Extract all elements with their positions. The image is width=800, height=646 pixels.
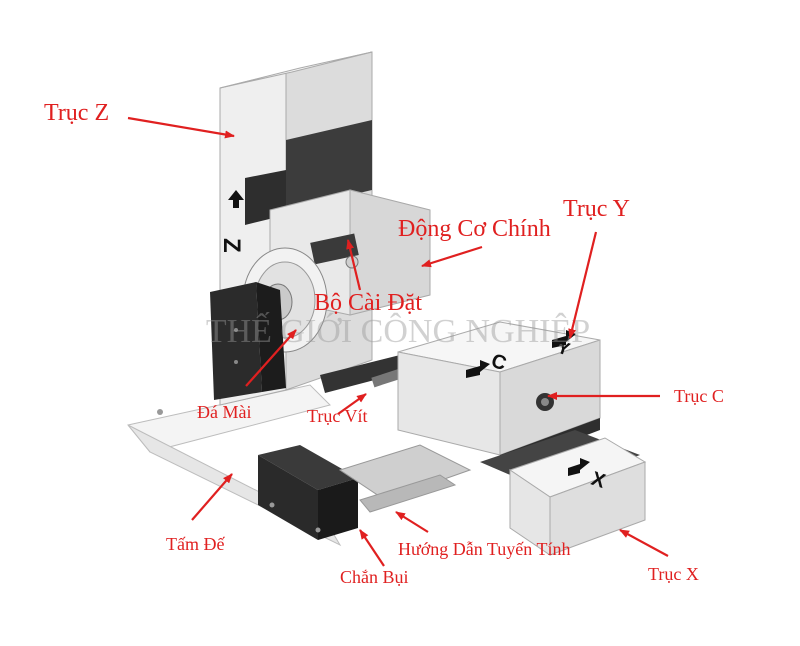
engraved-c: C (488, 350, 509, 375)
labels: Trục Z Động Cơ Chính Trục Y Bộ Cài Đặt Đ… (44, 100, 724, 587)
label-truc-c: Trục C (674, 386, 724, 406)
arrow-huong-dan (395, 511, 429, 533)
arrow-da-mai (245, 329, 297, 387)
label-truc-z: Trục Z (44, 100, 109, 126)
arrow-dong-co-chinh (421, 245, 483, 268)
label-huong-dan: Hướng Dẫn Tuyến Tính (398, 539, 570, 559)
arrow-truc-x (619, 529, 669, 557)
arrow-tam-de (191, 473, 233, 521)
label-truc-vit: Trục Vít (307, 406, 368, 426)
engraved-y: Y (555, 337, 573, 360)
linear-guide (338, 444, 472, 513)
grinder-block (210, 282, 286, 400)
x-axis-carriage (480, 430, 647, 556)
label-da-mai: Đá Mài (197, 402, 251, 422)
label-tam-de: Tấm Đế (166, 534, 225, 554)
label-dong-co-chinh: Động Cơ Chính (398, 216, 551, 242)
arrow-bo-cai-dat (346, 239, 362, 291)
z-arrow-icon (228, 190, 244, 208)
label-truc-x: Trục X (648, 564, 699, 584)
leader-arrows (127, 116, 669, 567)
arrow-truc-y (568, 231, 598, 339)
arrow-chan-bui (359, 529, 385, 567)
arrow-truc-z (127, 116, 235, 139)
arrow-truc-vit (337, 393, 367, 415)
label-chan-bui: Chắn Bụi (340, 567, 409, 587)
dust-shield (258, 445, 358, 540)
watermark: THẾ GIỚI CÔNG NGHIỆP (206, 312, 590, 350)
label-bo-cai-dat: Bộ Cài Đặt (314, 290, 422, 316)
label-truc-y: Trục Y (563, 196, 630, 222)
engraved-z: Z (218, 238, 245, 253)
